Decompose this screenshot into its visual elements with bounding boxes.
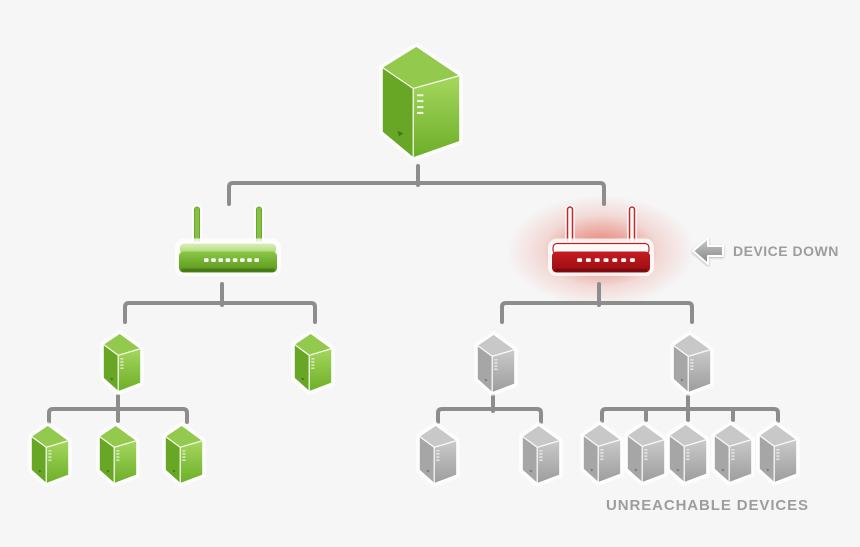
router-healthy: [175, 204, 281, 276]
leaf-server-left-1: [28, 422, 72, 487]
leaf-server-right-2: [519, 422, 563, 487]
leaf-server-left-2: [96, 422, 140, 487]
leaf-server-right-3: [580, 421, 624, 486]
device-down-callout: DEVICE DOWN: [692, 236, 839, 266]
router-led: [218, 258, 223, 262]
router-led: [629, 258, 635, 262]
core-server: [379, 43, 463, 162]
router-led: [577, 258, 583, 262]
router-led: [603, 258, 609, 262]
device-down-arrow-icon: [692, 237, 724, 265]
router-led: [247, 258, 252, 262]
router-led: [621, 258, 627, 262]
unreachable-devices-label: UNREACHABLE DEVICES: [606, 497, 809, 514]
leaf-server-right-5: [666, 421, 710, 486]
router-led: [585, 258, 591, 262]
leaf-server-left-3: [162, 422, 206, 487]
router-led: [594, 258, 600, 262]
router-led: [612, 258, 618, 262]
router-led: [240, 258, 245, 262]
leaf-server-right-6: [711, 421, 755, 486]
connector-line: [436, 394, 543, 424]
router-led: [204, 258, 209, 262]
router-led: [211, 258, 216, 262]
connector-line: [500, 282, 694, 324]
router-led: [254, 258, 259, 262]
connector-line: [47, 394, 189, 424]
router-led: [225, 258, 231, 262]
leaf-server-right-7: [756, 421, 800, 486]
router-led: [232, 258, 238, 262]
connector-line: [227, 164, 606, 206]
leaf-server-right-4: [624, 421, 668, 486]
device-down-label: DEVICE DOWN: [733, 243, 839, 259]
branch-server-right-1: [474, 331, 518, 396]
leaf-server-right-1: [416, 422, 460, 487]
connector-line: [600, 394, 780, 423]
branch-server-left-2: [291, 330, 335, 395]
branch-server-left-1: [100, 330, 144, 395]
router-down: [548, 204, 654, 276]
branch-server-right-2: [670, 331, 714, 396]
connector-line: [123, 282, 317, 324]
